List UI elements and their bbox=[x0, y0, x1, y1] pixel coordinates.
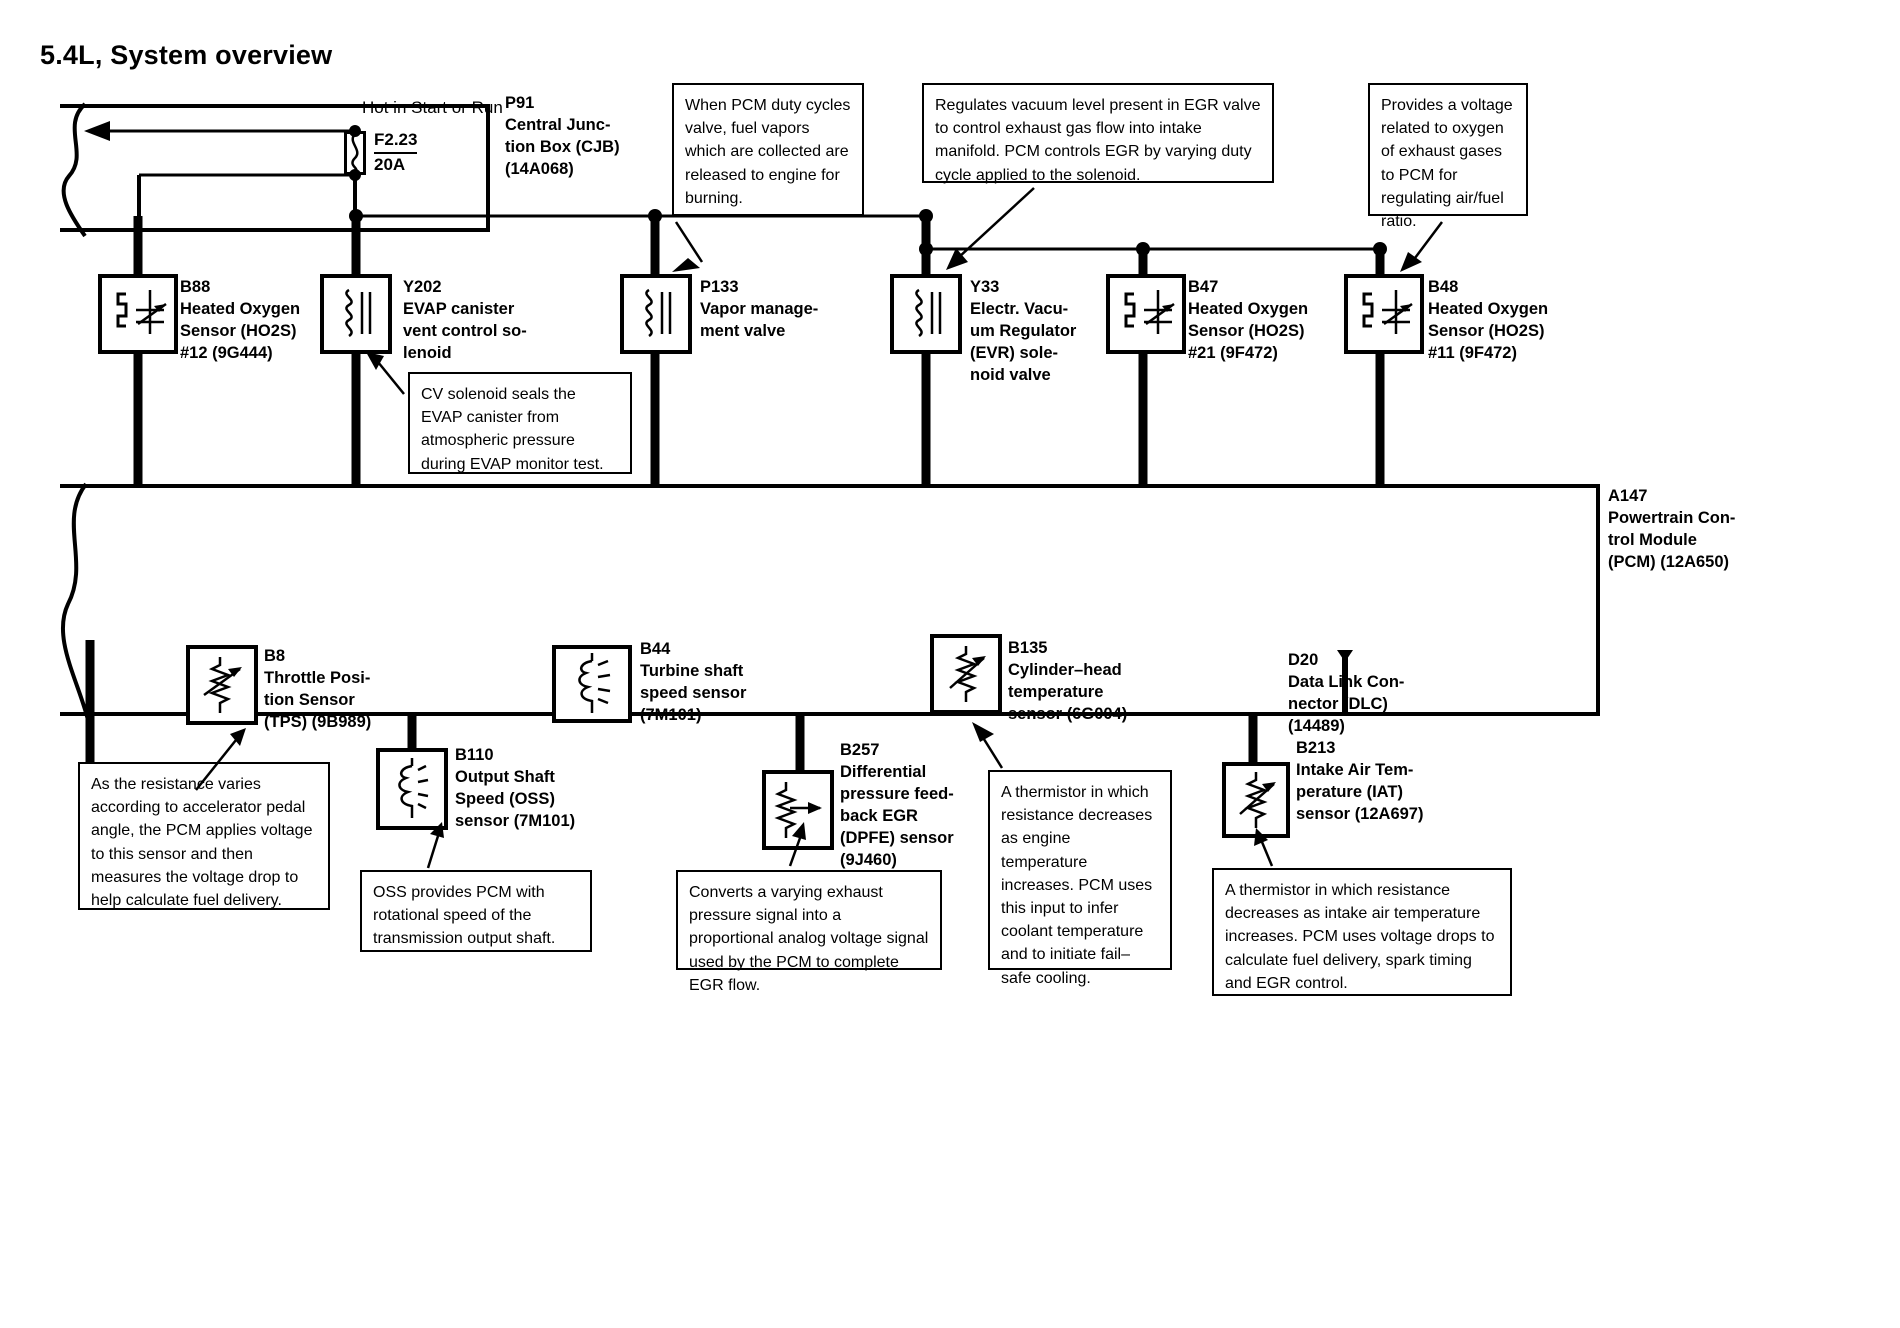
note-y33: Regulates vacuum level present in EGR va… bbox=[922, 83, 1274, 184]
solenoid-icon bbox=[915, 288, 942, 338]
component-B47[interactable] bbox=[1106, 274, 1186, 354]
label-B8: B8 Throttle Posi- tion Sensor (TPS) (9B9… bbox=[264, 647, 372, 731]
speed-sensor-icon bbox=[578, 653, 611, 713]
label-P133: P133 Vapor manage- ment valve bbox=[700, 278, 819, 340]
component-B110[interactable] bbox=[376, 748, 448, 830]
speed-sensor-icon bbox=[398, 758, 429, 818]
component-B44[interactable] bbox=[552, 645, 632, 723]
label-B110: B110 Output Shaft Speed (OSS) sensor (7M… bbox=[455, 746, 576, 830]
potentiometer-icon bbox=[203, 657, 242, 713]
pcm-break-edge-icon bbox=[60, 482, 90, 721]
note-b48: Provides a voltage related to oxygen of … bbox=[1368, 83, 1528, 230]
component-B213[interactable] bbox=[1222, 762, 1290, 838]
ho2s-icon bbox=[1124, 290, 1175, 334]
label-B88: B88 Heated Oxygen Sensor (HO2S) #12 (9G4… bbox=[180, 278, 301, 362]
label-B213: B213 Intake Air Tem- perature (IAT) sens… bbox=[1296, 739, 1424, 823]
solenoid-icon bbox=[645, 288, 672, 338]
component-Y202[interactable] bbox=[320, 274, 392, 354]
thermistor-icon bbox=[949, 646, 986, 702]
label-B44: B44 Turbine shaft speed sensor (7M101) bbox=[640, 640, 747, 724]
label-D20: D20 Data Link Con- nector (DLC) (14489) bbox=[1288, 651, 1405, 735]
component-Y33[interactable] bbox=[890, 274, 962, 354]
component-B257[interactable] bbox=[762, 770, 834, 850]
fuse-id: F2.23 bbox=[374, 129, 418, 155]
note-p133: When PCM duty cycles valve, fuel vapors … bbox=[672, 83, 864, 216]
note-b135: A thermistor in which resistance decreas… bbox=[988, 770, 1172, 987]
component-B48[interactable] bbox=[1344, 274, 1424, 354]
label-A147: A147 Powertrain Con- trol Module (PCM) (… bbox=[1608, 487, 1736, 571]
thermistor-icon bbox=[1239, 772, 1276, 828]
label-Y202: Y202 EVAP canister vent control so- leno… bbox=[403, 278, 527, 362]
label-P91: P91 Central Junc- tion Box (CJB) (14A068… bbox=[505, 94, 620, 178]
cjb-break-edge-icon bbox=[61, 102, 87, 238]
ho2s-icon bbox=[1362, 290, 1413, 334]
fuse-rating: 20A bbox=[374, 155, 406, 175]
central-junction-box-enclosure bbox=[60, 104, 490, 232]
label-B135: B135 Cylinder–head temperature sensor (6… bbox=[1008, 639, 1128, 723]
ho2s-icon bbox=[116, 290, 167, 334]
component-B135[interactable] bbox=[930, 634, 1002, 714]
dpfe-icon bbox=[774, 782, 822, 838]
component-P133[interactable] bbox=[620, 274, 692, 354]
label-B48: B48 Heated Oxygen Sensor (HO2S) #11 (9F4… bbox=[1428, 278, 1549, 362]
label-B257: B257 Differential pressure feed- back EG… bbox=[840, 741, 954, 869]
component-B8[interactable] bbox=[186, 645, 258, 725]
note-b8: As the resistance varies according to ac… bbox=[78, 762, 330, 910]
note-b213: A thermistor in which resistance decreas… bbox=[1212, 868, 1512, 996]
note-y202: CV solenoid seals the EVAP canister from… bbox=[408, 372, 632, 474]
fuse-label: F2.23 20A bbox=[374, 129, 418, 176]
label-Y33: Y33 Electr. Vacu- um Regulator (EVR) sol… bbox=[970, 278, 1077, 384]
solenoid-icon bbox=[345, 288, 372, 338]
label-B47: B47 Heated Oxygen Sensor (HO2S) #21 (9F4… bbox=[1188, 278, 1309, 362]
note-b257: Converts a varying exhaust pressure sign… bbox=[676, 870, 942, 994]
hot-in-start-or-run-label: Hot in Start or Run bbox=[362, 98, 503, 117]
component-B88[interactable] bbox=[98, 274, 178, 354]
page-title: 5.4L, System overview bbox=[40, 40, 333, 70]
note-b110: OSS provides PCM with rotational speed o… bbox=[360, 870, 592, 952]
fuse-body bbox=[344, 131, 366, 175]
